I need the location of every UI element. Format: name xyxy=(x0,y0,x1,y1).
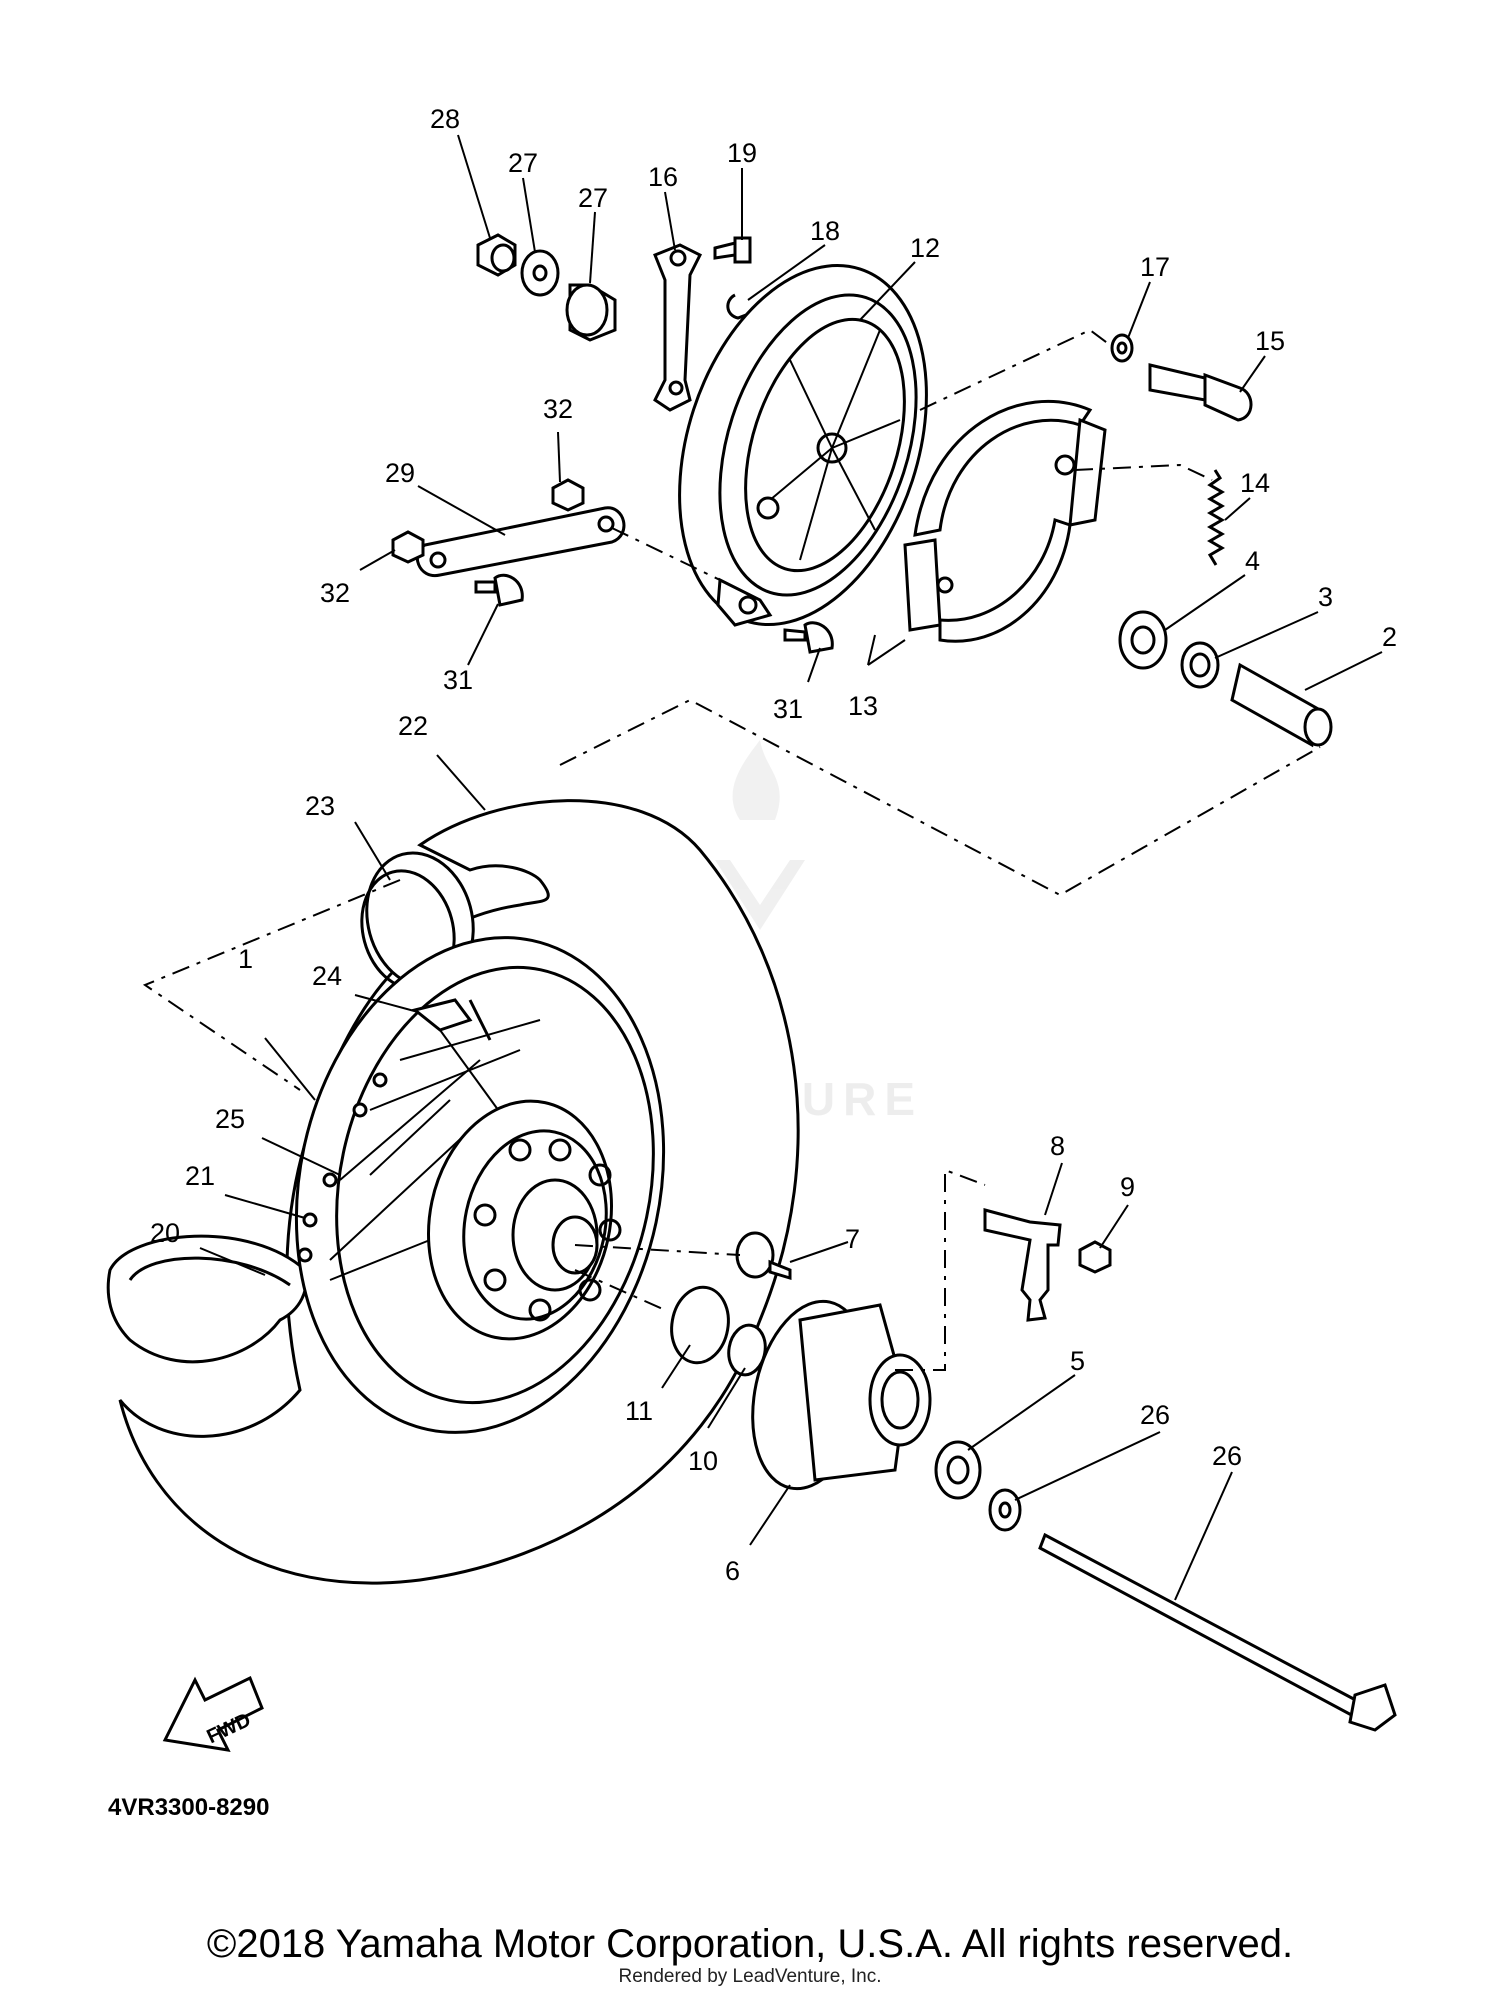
callout-9: 9 xyxy=(1120,1172,1135,1202)
callout-27-upper: 27 xyxy=(508,148,538,178)
part-11-o-ring xyxy=(670,1285,730,1365)
callout-17: 17 xyxy=(1140,252,1170,282)
part-12-brake-shoe-plate xyxy=(678,264,928,627)
guide-line-cam xyxy=(919,328,1111,411)
part-26-axle xyxy=(1038,1532,1397,1732)
part-31-bolt-left xyxy=(474,573,524,607)
callout-11: 11 xyxy=(625,1396,653,1426)
callout-26: 26 xyxy=(1212,1441,1242,1471)
part-28-collar xyxy=(565,283,617,342)
callout-labels: 28 27 27 16 19 18 12 17 15 14 4 3 2 13 3… xyxy=(150,104,1397,1586)
part-16-cam-lever xyxy=(653,243,703,412)
callout-13: 13 xyxy=(848,691,878,721)
callout-21: 21 xyxy=(185,1161,215,1191)
callout-7: 7 xyxy=(845,1224,860,1254)
callout-20: 20 xyxy=(150,1218,180,1248)
callout-6: 6 xyxy=(725,1556,740,1586)
part-25-spokes xyxy=(329,1019,541,1281)
rendered-by-credit: Rendered by LeadVenture, Inc. xyxy=(618,1966,882,1987)
callout-15: 15 xyxy=(1255,326,1285,356)
part-2-spacer xyxy=(1230,662,1333,748)
copyright-notice: ©2018 Yamaha Motor Corporation, U.S.A. A… xyxy=(206,1922,1294,1966)
callout-32-top: 32 xyxy=(543,394,573,424)
callout-29: 28 xyxy=(430,104,460,134)
callout-31-left: 31 xyxy=(443,665,473,695)
part-6-clutch-hub xyxy=(751,1299,932,1491)
part-14-spring xyxy=(1207,469,1225,566)
part-29-nut xyxy=(476,233,517,277)
callout-24: 24 xyxy=(312,961,342,991)
guide-line-plate xyxy=(895,1168,986,1371)
callout-4: 4 xyxy=(1245,546,1260,576)
part-31-bolt-right xyxy=(783,621,834,654)
callout-22: 22 xyxy=(398,711,428,741)
part-20-rim-band xyxy=(106,1234,308,1364)
part-3-oil-seal xyxy=(1180,641,1220,689)
part-8-plate xyxy=(983,1208,1062,1322)
guide-line-orings xyxy=(574,1269,666,1311)
part-13-brake-shoes xyxy=(903,399,1107,643)
diagram-part-code: 4VR3300-8290 xyxy=(108,1794,269,1821)
callout-2: 2 xyxy=(1382,622,1397,652)
callout-28: 27 xyxy=(578,183,608,213)
part-30-tension-bar xyxy=(415,506,626,578)
callout-14: 14 xyxy=(1240,468,1270,498)
callout-25: 25 xyxy=(215,1104,245,1134)
part-32-nut-top xyxy=(551,478,585,512)
part-9-nut xyxy=(1078,1240,1112,1274)
part-21-nipples xyxy=(297,1072,388,1263)
part-15-camshaft xyxy=(1148,363,1253,422)
callout-31-right: 31 xyxy=(773,694,803,724)
callout-8: 8 xyxy=(1050,1131,1065,1161)
part-27-washer-lower xyxy=(988,1488,1022,1532)
callout-19: 19 xyxy=(727,138,757,168)
part-7-damper xyxy=(735,1231,792,1281)
callout-27-lower: 26 xyxy=(1140,1400,1170,1430)
callout-32-left: 32 xyxy=(320,578,350,608)
part-32-nut-left xyxy=(391,530,425,564)
part-5-bearing xyxy=(934,1440,982,1500)
callout-1: 1 xyxy=(238,944,253,974)
part-19-bolt xyxy=(713,236,752,264)
hub xyxy=(426,1099,622,1341)
callout-16: 16 xyxy=(648,162,678,192)
part-17-washer xyxy=(1110,333,1134,363)
leader-lines xyxy=(199,134,1383,1601)
callout-5: 5 xyxy=(1070,1346,1085,1376)
guide-line-wheel-to-spacer xyxy=(559,698,1321,897)
fwd-arrow-icon: FWD xyxy=(162,1675,264,1752)
part-18-ring xyxy=(726,293,747,320)
callout-18: 18 xyxy=(810,216,840,246)
part-24-valve-nut xyxy=(411,998,492,1041)
callout-12: 12 xyxy=(910,233,940,263)
callout-10: 10 xyxy=(688,1446,718,1476)
guide-line-spring xyxy=(1074,463,1213,481)
callout-3: 3 xyxy=(1318,582,1333,612)
part-27-washer-upper xyxy=(520,249,560,297)
callout-30: 29 xyxy=(385,458,415,488)
guide-line-rim-left xyxy=(142,879,401,1091)
guide-line-axle-hub xyxy=(574,1244,741,1256)
part-4-bearing xyxy=(1118,610,1168,670)
callout-23: 23 xyxy=(305,791,335,821)
